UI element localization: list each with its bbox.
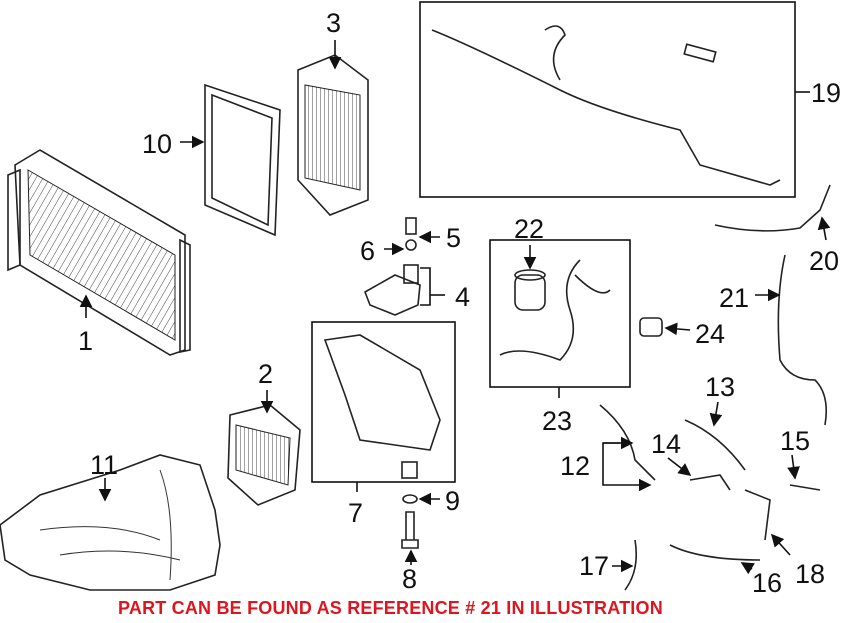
part-24-valve [639,317,663,337]
part-19-hose [431,29,781,186]
callout-19: 19 [811,78,841,108]
callout-15: 15 [780,426,810,456]
callout-7: 7 [348,498,363,528]
callout-21: 21 [719,283,749,313]
callout-5: 5 [446,223,461,253]
part-15-hose [789,484,821,491]
callout-17: 17 [579,551,609,581]
part-9-washer [402,494,418,504]
callout-14: 14 [651,429,681,459]
part-1-condenser [7,149,191,356]
callout-4: 4 [455,282,470,312]
part-17-hose [624,539,638,591]
callout-16: 16 [752,568,782,598]
callout-8: 8 [402,564,417,594]
part-19-hose-short [544,25,566,81]
callout-10: 10 [142,129,172,159]
part-16-hose [669,544,761,561]
callout-6: 6 [360,236,375,266]
callout-12: 12 [560,451,590,481]
callout-9: 9 [445,486,460,516]
part-23-hose [499,259,611,361]
part-14-hose [689,474,731,491]
callout-24: 24 [695,319,725,349]
callout-23: 23 [542,406,572,436]
part-19-box [419,1,796,198]
reference-note: PART CAN BE FOUND AS REFERENCE # 21 IN I… [118,598,663,618]
part-19-connector [683,43,717,63]
part-12-pipe [599,404,656,481]
part-7-mount [401,461,418,479]
callout-18: 18 [795,559,825,589]
part-8-bolt [401,511,419,549]
callout-22: 22 [514,214,544,244]
part-20-harness [714,184,831,232]
part-23-box [489,239,631,388]
callout-2: 2 [258,359,273,389]
callout-13: 13 [705,372,735,402]
callout-1: 1 [78,326,93,356]
leader-lines [79,40,831,575]
part-7-support [323,334,441,451]
part-4-bracket [364,217,421,316]
callout-11: 11 [90,450,118,480]
part-2-aux-radiator [227,404,301,506]
part-18-fitting [744,489,771,541]
part-11-air-duct [0,454,221,591]
part-22-pump [514,269,546,311]
callout-20: 20 [809,246,839,276]
callout-3: 3 [326,8,341,38]
part-13-hose [684,419,746,471]
part-3-radiator [297,54,369,216]
part-10-shroud [204,83,281,237]
part-21-hose [777,254,828,426]
part-7-box [311,321,456,483]
